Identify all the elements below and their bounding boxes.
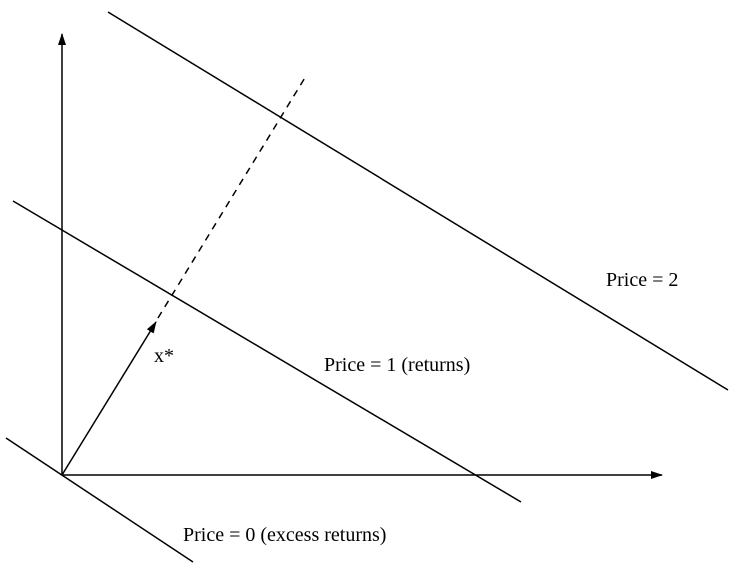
x-star-dashed-extension	[157, 75, 307, 319]
x-star-label: x*	[154, 345, 174, 367]
price-0-line	[5, 437, 194, 563]
price-1-label: Price = 1 (returns)	[324, 354, 470, 376]
price-2-label: Price = 2	[606, 269, 678, 291]
x-star-vector	[61, 321, 157, 476]
price-0-label: Price = 0 (excess returns)	[183, 524, 386, 546]
price-1-line	[12, 200, 522, 503]
price-2-line	[107, 11, 729, 391]
